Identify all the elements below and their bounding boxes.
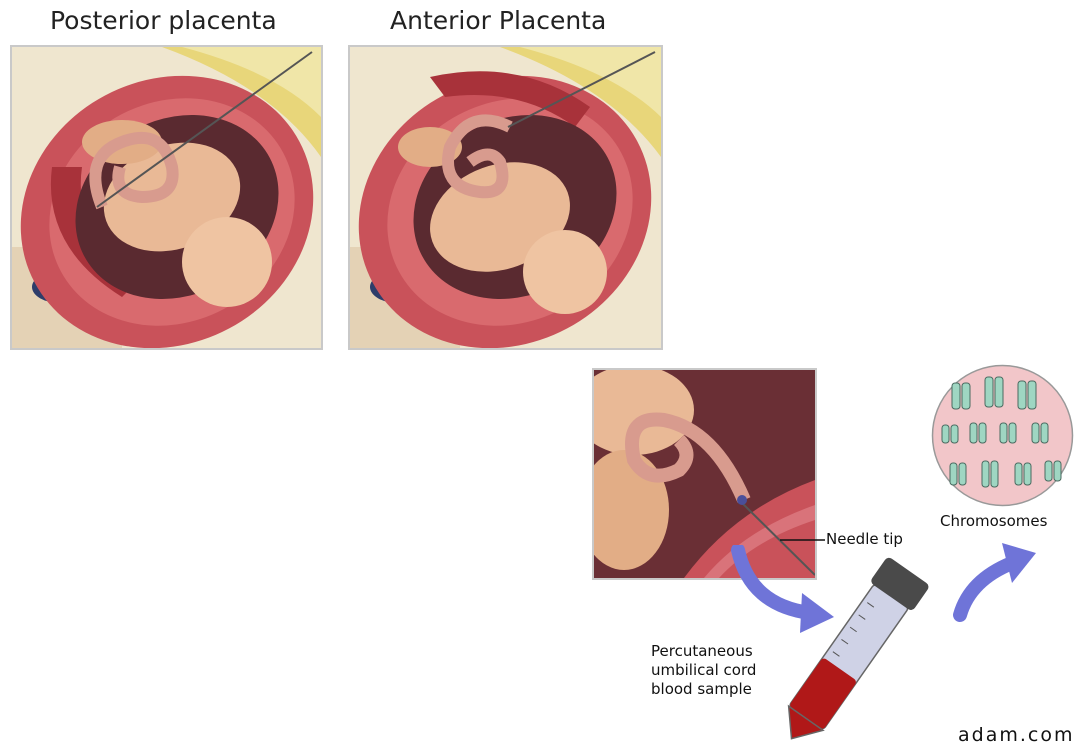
posterior-placenta-illustration bbox=[10, 45, 323, 350]
chromosomes-illustration bbox=[930, 363, 1075, 508]
blood-sample-tube bbox=[745, 555, 965, 750]
credit-text: adam.com bbox=[958, 726, 1074, 744]
posterior-placenta-title: Posterior placenta bbox=[50, 6, 277, 35]
anterior-placenta-title: Anterior Placenta bbox=[390, 6, 606, 35]
sample-label-line3: blood sample bbox=[651, 680, 752, 698]
sample-label-line2: umbilical cord bbox=[651, 661, 756, 679]
anterior-placenta-illustration bbox=[348, 45, 663, 350]
sample-label-line1: Percutaneous bbox=[651, 642, 753, 660]
